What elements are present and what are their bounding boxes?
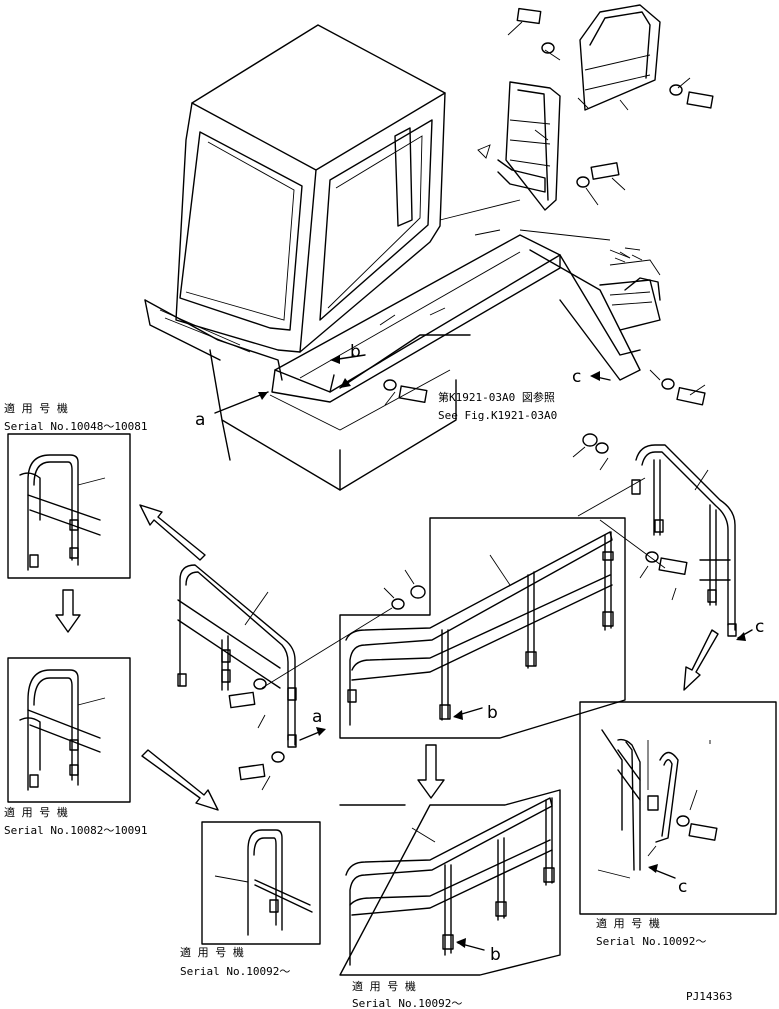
serial-small-no: Serial No.10092～ [180, 965, 290, 978]
callout-c-main: c [572, 367, 581, 387]
center-ladder [177, 564, 393, 791]
serial-small-jp: 適 用 号 機 [180, 945, 244, 959]
right-ladder [572, 433, 753, 641]
callout-a-main: a [195, 410, 205, 430]
serial-right-no: Serial No.10092～ [596, 935, 706, 948]
callout-b-main: b [350, 342, 361, 362]
cab-assembly [144, 24, 661, 491]
inset-box-bottom-rail [339, 789, 561, 976]
callout-b-rail: b [487, 703, 498, 723]
top-hardware [477, 7, 714, 206]
inset-box-right [579, 701, 777, 915]
callout-c-inset: c [678, 877, 687, 897]
callout-c-rail: c [755, 617, 764, 637]
inset-box-mid-left [7, 657, 131, 803]
mid-hardware [383, 251, 706, 406]
callout-a-rail: a [312, 707, 322, 727]
serial-mid-left-jp: 適 用 号 機 [4, 805, 68, 819]
center-rail [339, 517, 626, 739]
serial-top-left-jp: 適 用 号 機 [4, 401, 68, 415]
main-callout-arrows [214, 334, 611, 414]
serial-mid-left-no: Serial No.10082～10091 [4, 824, 147, 837]
inset-box-top-left [7, 433, 131, 579]
serial-bottom-no: Serial No.10092～ [352, 997, 462, 1009]
serial-bottom-jp: 適 用 号 機 [352, 979, 416, 993]
serial-right-jp: 適 用 号 機 [596, 916, 660, 930]
inset-box-small [201, 821, 321, 945]
drawing-id: PJ14363 [686, 990, 732, 1003]
hollow-arrows [139, 504, 719, 811]
reference-jp: 第K1921-03A0 図参照 [438, 390, 555, 404]
serial-top-left-no: Serial No.10048～10081 [4, 420, 147, 433]
reference-en: See Fig.K1921-03A0 [438, 409, 557, 422]
arrow-down-left-1 [55, 589, 81, 633]
callout-b-lower: b [490, 945, 501, 965]
ladder-top [497, 4, 661, 211]
